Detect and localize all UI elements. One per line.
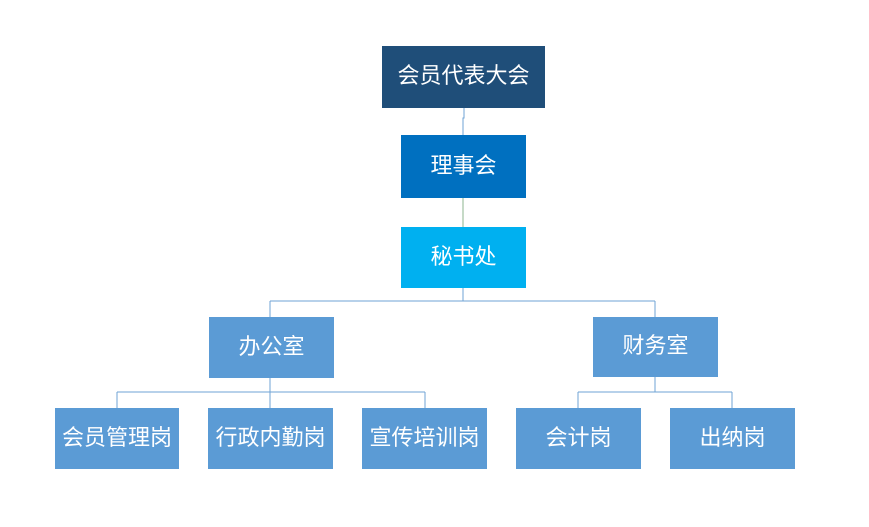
node-council: 理事会 [401,135,526,198]
connector-assembly-council [462,108,465,135]
connector-office-posts [116,378,426,408]
node-label: 行政内勤岗 [215,425,326,451]
node-label: 理事会 [430,153,497,179]
node-office: 办公室 [209,317,334,378]
node-label: 办公室 [238,334,305,360]
node-label: 会员代表大会 [397,64,530,89]
node-accountant-post: 会计岗 [516,408,641,469]
node-label: 财务室 [622,334,689,359]
node-secretariat: 秘书处 [401,227,526,288]
node-label: 宣传培训岗 [369,425,480,451]
node-cashier-post: 出纳岗 [670,408,795,469]
node-promotion-training-post: 宣传培训岗 [362,408,487,469]
node-label: 出纳岗 [699,425,766,451]
node-member-management-post: 会员管理岗 [55,408,179,469]
node-label: 会员管理岗 [61,425,172,451]
node-admin-post: 行政内勤岗 [208,408,333,469]
node-finance-office: 财务室 [593,317,718,377]
node-label: 秘书处 [430,244,497,270]
connector-secretariat-departments [269,288,656,317]
node-label: 会计岗 [545,425,612,451]
connector-finance-posts [577,377,733,408]
node-member-assembly: 会员代表大会 [382,46,545,108]
